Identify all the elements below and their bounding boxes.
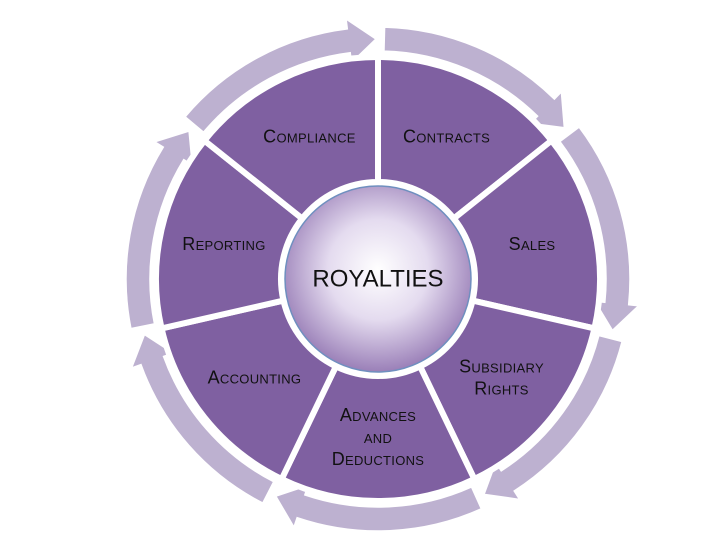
- segment-label-accounting: Accounting: [208, 368, 302, 388]
- segment-accounting: [157, 296, 340, 484]
- segment-label-line: and: [364, 427, 392, 447]
- segment-label-compliance: Compliance: [263, 127, 356, 147]
- segment-contracts: [375, 53, 556, 223]
- segment-label-line: Contracts: [403, 127, 490, 147]
- center-circle: [284, 185, 472, 373]
- cycle-arrow-compliance: [184, 17, 378, 134]
- segment-label-line: Advances: [340, 405, 416, 425]
- cycle-arrow-accounting: [130, 333, 275, 505]
- center-hub: ROYALTIES: [284, 185, 472, 373]
- segment-label-contracts: Contracts: [403, 127, 490, 147]
- segment-label-line: Reporting: [182, 234, 265, 254]
- segment-label-reporting: Reporting: [182, 234, 265, 254]
- segment-advances-and-deductions: [277, 362, 479, 504]
- segment-sales: [449, 136, 603, 332]
- segment-label-line: Subsidiary: [459, 357, 544, 377]
- cycle-arrow-reporting: [125, 130, 194, 330]
- segment-label-sales: Sales: [509, 234, 556, 254]
- segment-label-line: Accounting: [208, 368, 302, 388]
- cycle-arrow-contracts: [383, 26, 566, 129]
- segment-label-line: Sales: [509, 234, 556, 254]
- cycle-segments: [153, 53, 603, 504]
- segment-compliance: [200, 53, 381, 223]
- cycle-arrow-subsidiary-rights: [482, 334, 624, 501]
- segment-label-line: Rights: [474, 379, 529, 399]
- segment-subsidiary-rights: [416, 296, 599, 484]
- cycle-arrows: [125, 17, 641, 532]
- segment-reporting: [153, 136, 307, 332]
- center-label: ROYALTIES: [312, 265, 443, 292]
- segment-label-line: Compliance: [263, 127, 356, 147]
- segment-label-line: Deductions: [332, 449, 425, 469]
- cycle-arrow-sales: [558, 126, 641, 332]
- cycle-arrow-advances-and-deductions: [274, 484, 483, 532]
